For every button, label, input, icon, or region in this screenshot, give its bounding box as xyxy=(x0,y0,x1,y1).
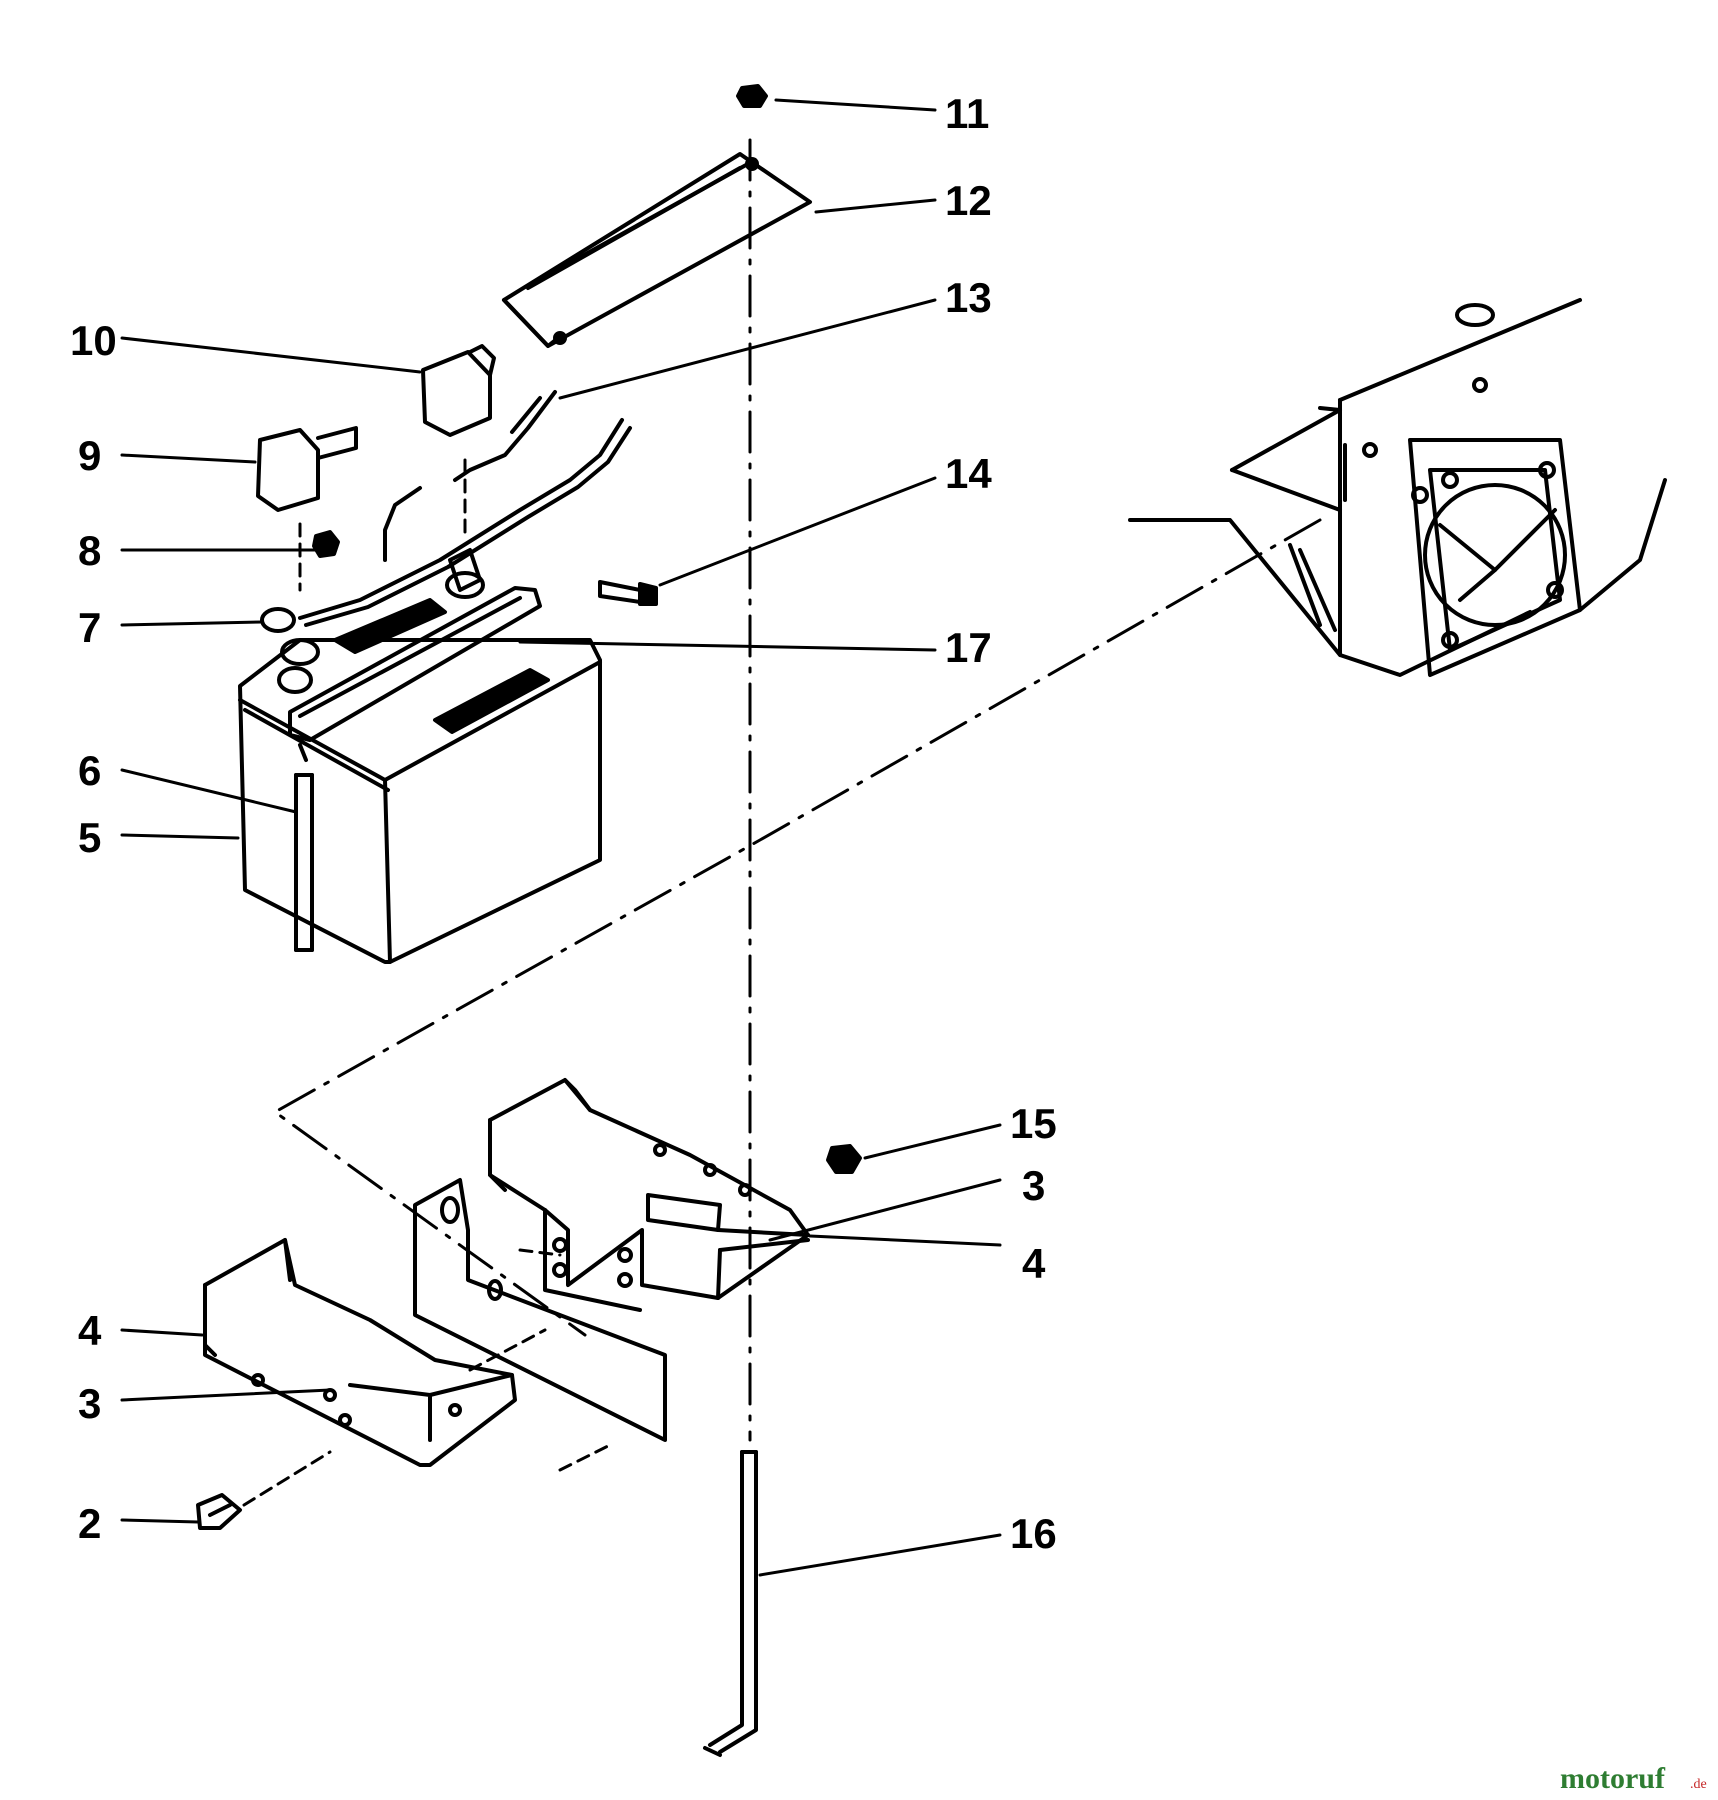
watermark-brand: motoruf xyxy=(1560,1762,1666,1795)
hold-down-clamp-17 xyxy=(288,586,542,742)
callout-3-upper: 3 xyxy=(1022,1162,1045,1209)
callout-labels: 11 12 13 10 9 14 8 7 17 6 5 15 3 4 4 3 2… xyxy=(70,90,1057,1557)
battery-tray-lower xyxy=(203,1238,517,1467)
callout-14: 14 xyxy=(945,450,992,497)
nut-8 xyxy=(312,530,340,558)
battery-5 xyxy=(238,598,602,964)
watermark-logo: motoruf .de xyxy=(1560,1762,1707,1795)
callout-10: 10 xyxy=(70,317,117,364)
cable-13 xyxy=(383,390,557,562)
hold-down-bar-12 xyxy=(502,152,812,348)
terminal-posts xyxy=(277,548,485,694)
callout-17: 17 xyxy=(945,624,992,671)
terminal-cover-9 xyxy=(256,426,358,512)
engine-frame xyxy=(1128,298,1667,677)
battery-tray-upper xyxy=(488,1078,810,1312)
battery-cable xyxy=(298,418,632,627)
callout-2: 2 xyxy=(78,1500,101,1547)
diagonal-axis-line xyxy=(273,518,1322,1337)
callout-9: 9 xyxy=(78,432,101,479)
bolt-2 xyxy=(196,1493,242,1530)
callout-12: 12 xyxy=(945,177,992,224)
watermark-suffix: .de xyxy=(1690,1777,1707,1792)
callout-3-lower: 3 xyxy=(78,1380,101,1427)
callout-6: 6 xyxy=(78,747,101,794)
callout-16: 16 xyxy=(1010,1510,1057,1557)
callout-13: 13 xyxy=(945,274,992,321)
callout-11: 11 xyxy=(945,90,989,137)
callout-8: 8 xyxy=(78,527,101,574)
rod-16 xyxy=(703,1450,758,1757)
callout-4-lower: 4 xyxy=(78,1307,102,1354)
ring-terminal-7 xyxy=(260,607,296,633)
bolt-14 xyxy=(598,580,658,606)
installation-dashes xyxy=(242,458,612,1507)
callout-4-upper: 4 xyxy=(1022,1240,1046,1287)
terminal-cover-10 xyxy=(421,344,496,437)
mount-bracket xyxy=(413,1178,667,1442)
leader-lines xyxy=(120,98,1002,1577)
rod-6 xyxy=(294,743,314,952)
callout-5: 5 xyxy=(78,814,101,861)
nut-11 xyxy=(736,84,768,108)
callout-7: 7 xyxy=(78,604,101,651)
callout-15: 15 xyxy=(1010,1100,1057,1147)
nut-15 xyxy=(826,1144,862,1174)
